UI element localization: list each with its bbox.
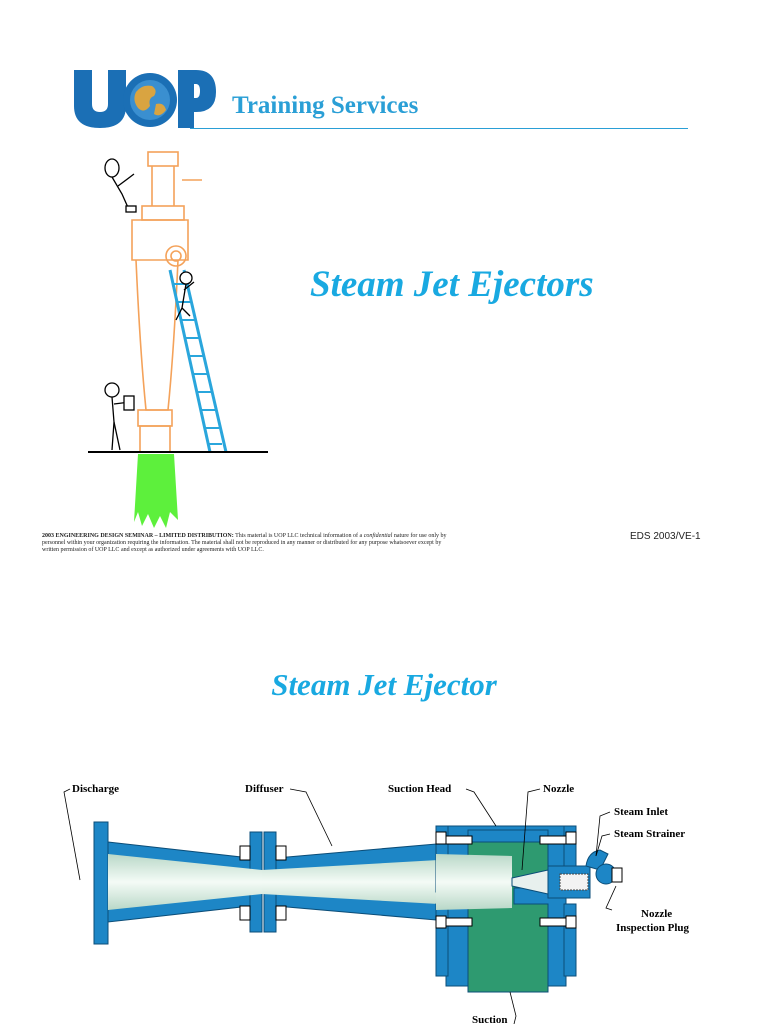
legal-notice: 2003 ENGINEERING DESIGN SEMINAR – LIMITE… [42,533,452,554]
label-steam-inlet: Steam Inlet [614,806,669,818]
label-nozzle-plug-line1: Nozzle [641,908,673,920]
label-discharge: Discharge [72,783,120,795]
label-suction-head: Suction Head [388,783,452,795]
label-inspection-plug: Inspection Plug [616,922,690,934]
slide-id: EDS 2003/VE-1 [630,531,701,542]
label-diffuser: Diffuser [245,783,284,795]
title-divider [190,128,688,129]
legal-notice-text-1: This material is UOP LLC technical infor… [233,533,364,539]
slide2-title: Steam Jet Ejector [271,667,497,702]
legal-notice-italic: confidential [363,533,393,539]
uop-globe-logo [74,70,216,128]
ejector-tower-illustration [88,151,268,528]
label-nozzle: Nozzle [543,783,575,795]
ejector-cross-section-diagram: Discharge Diffuser Suction Head Nozzle S… [0,770,768,1026]
legal-notice-heading: 2003 ENGINEERING DESIGN SEMINAR – LIMITE… [42,533,234,539]
training-services-subtitle: Training Services [232,92,419,119]
ejector-cross-section-drawing [63,788,623,1025]
slide-title: Steam Jet Ejectors [310,264,594,305]
legal-notice-text-2: nature for use only by personnel within … [42,533,447,553]
label-suction: Suction [472,1014,508,1026]
label-steam-strainer: Steam Strainer [614,828,686,840]
